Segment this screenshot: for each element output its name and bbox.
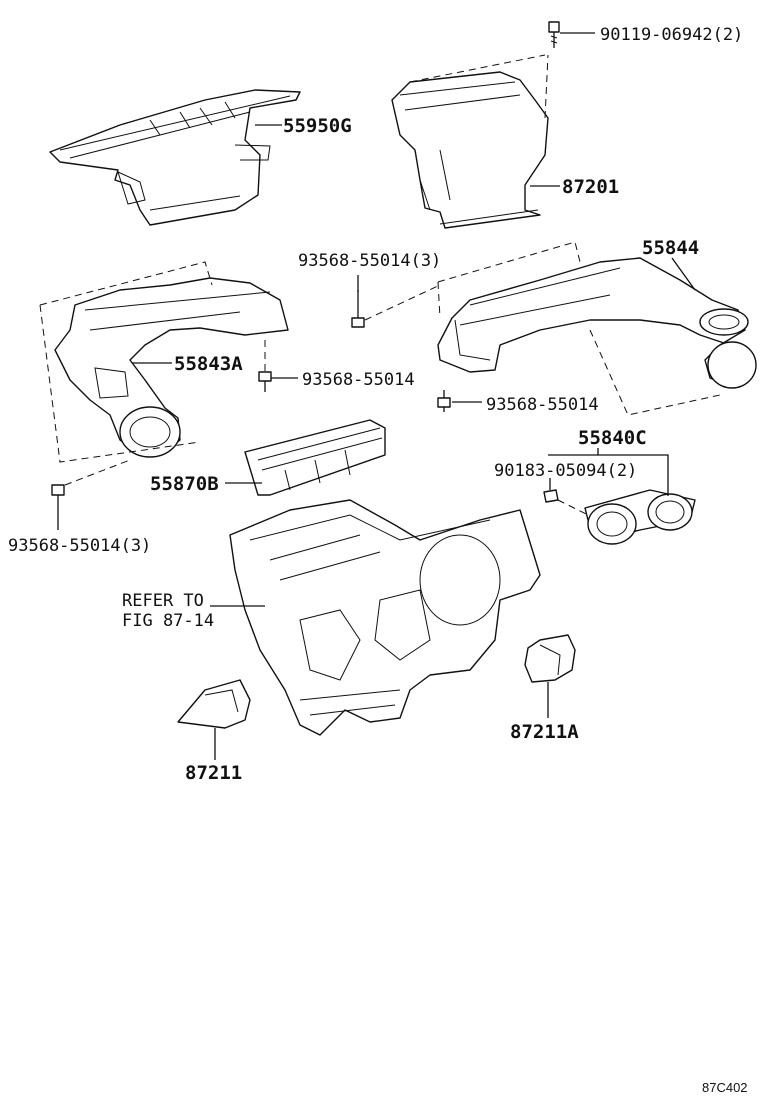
label-55843a: 55843A: [174, 353, 243, 375]
label-87201: 87201: [562, 176, 619, 198]
label-refer-line1: REFER TO: [122, 591, 204, 611]
label-93568-mid: 93568-55014: [302, 370, 415, 390]
part-55840c-vent: [584, 489, 696, 545]
part-55843a-duct: [54, 277, 289, 458]
label-55844: 55844: [642, 237, 699, 259]
label-refer-line2: FIG 87-14: [122, 611, 214, 631]
part-87211a-bracket: [524, 634, 576, 683]
label-55840c: 55840C: [578, 427, 647, 449]
label-93568-top: 93568-55014(3): [298, 251, 441, 271]
bolt-93568-left-icon: [51, 484, 65, 503]
leader-55844: [671, 257, 696, 291]
part-87201-cover: [391, 71, 549, 229]
bolt-90119-icon: [548, 21, 560, 48]
part-87211-bracket: [177, 679, 251, 729]
bolt-93568-top-icon: [351, 290, 365, 328]
label-93568-right: 93568-55014: [486, 395, 599, 415]
part-55870b-filter: [244, 419, 386, 496]
clip-90183-icon: [543, 489, 559, 503]
bolt-93568-mid-icon: [258, 340, 272, 392]
leader-dash-55843a: [39, 261, 213, 463]
part-55844-duct: [437, 257, 757, 389]
leader-55840c: [548, 448, 669, 496]
label-55870b: 55870B: [150, 473, 219, 495]
label-87211a: 87211A: [510, 721, 579, 743]
bolt-93568-right-icon: [437, 390, 451, 412]
part-55950g-duct: [49, 89, 301, 226]
leader-dash-55844: [437, 241, 581, 319]
diagram-code: 87C402: [702, 1080, 748, 1095]
label-90183: 90183-05094(2): [494, 461, 637, 481]
label-93568-left: 93568-55014(3): [8, 536, 151, 556]
label-90119: 90119-06942(2): [600, 25, 743, 45]
label-87211: 87211: [185, 762, 242, 784]
leader-dash-87201: [409, 54, 546, 83]
heater-unit-assembly: [229, 499, 541, 736]
label-55950g: 55950G: [283, 115, 352, 137]
